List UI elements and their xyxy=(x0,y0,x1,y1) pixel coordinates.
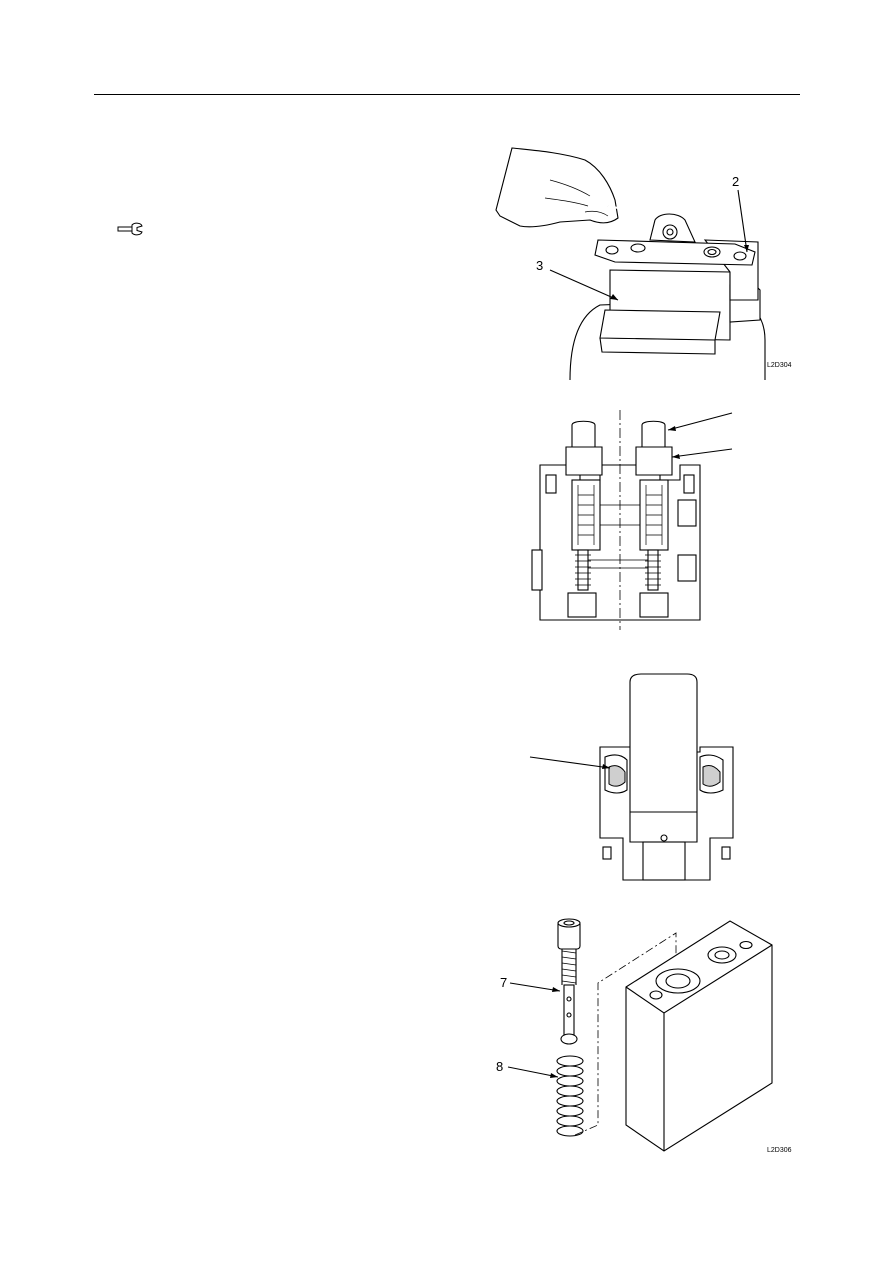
callout-3: 3 xyxy=(536,258,543,273)
callout-2: 2 xyxy=(732,174,739,189)
figure-hex-key-removal: 2 3 L2D304 xyxy=(490,140,810,381)
callout-7: 7 xyxy=(500,975,507,990)
figure-code: L2D304 xyxy=(767,362,792,369)
wrench-icon xyxy=(117,222,145,236)
figure-code: L2D306 xyxy=(767,1147,792,1154)
callout-8: 8 xyxy=(496,1059,503,1074)
header-rule xyxy=(94,94,800,95)
figure-plunger-seal xyxy=(525,672,745,887)
figure-valve-section xyxy=(520,405,740,635)
figure-exploded-plunger: 7 8 L2D306 xyxy=(490,915,810,1160)
